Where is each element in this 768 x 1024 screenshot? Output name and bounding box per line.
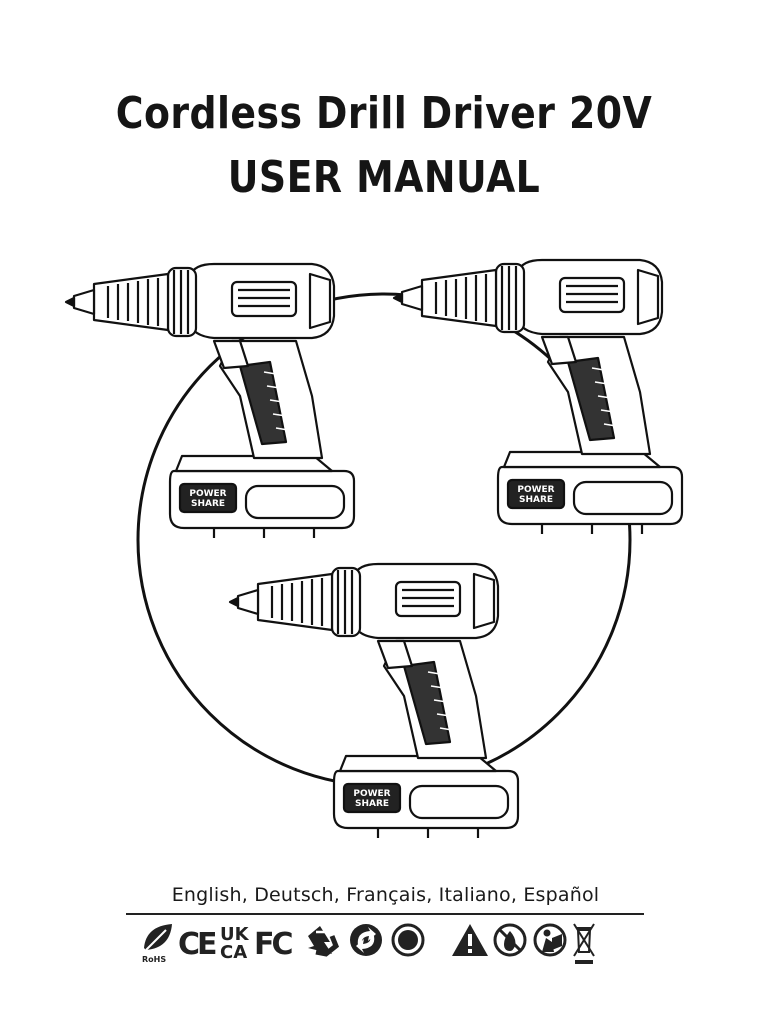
manual-title: Cordless Drill Driver 20V bbox=[115, 88, 653, 139]
battery-label-center-2: SHARE bbox=[355, 799, 389, 809]
ukca-mark-icon: UK CA bbox=[220, 924, 250, 963]
rohs-leaf-icon: RoHS bbox=[142, 924, 172, 964]
certification-marks: RoHS CE UK CA FC bbox=[142, 923, 595, 964]
ce-mark-icon: CE bbox=[178, 927, 219, 962]
fcc-mark-icon: FC bbox=[254, 927, 295, 962]
green-dot-icon bbox=[350, 924, 382, 956]
svg-text:5: 5 bbox=[403, 932, 413, 950]
drill-illustration: POWER SHARE POWER SHARE POWER SHARE bbox=[64, 258, 684, 840]
battery-label-center-1: POWER bbox=[353, 789, 390, 799]
svg-text:CA: CA bbox=[220, 942, 247, 963]
battery-label-left-2: SHARE bbox=[191, 499, 225, 509]
divider-line bbox=[126, 913, 644, 915]
svg-text:CE: CE bbox=[178, 927, 216, 962]
battery-label-left-1: POWER bbox=[189, 489, 226, 499]
read-manual-icon bbox=[533, 923, 567, 957]
svg-text:FC: FC bbox=[254, 927, 292, 962]
five-year-icon: 5 bbox=[391, 923, 425, 957]
rohs-label: RoHS bbox=[142, 955, 166, 964]
svg-text:UK: UK bbox=[220, 924, 250, 945]
manual-subtitle: USER MANUAL bbox=[227, 152, 541, 203]
language-list: English, Deutsch, Français, Italiano, Es… bbox=[171, 884, 600, 906]
battery-label-right-2: SHARE bbox=[519, 495, 553, 505]
recycle-icon bbox=[306, 924, 340, 957]
no-fire-icon bbox=[493, 923, 527, 957]
weee-bin-icon bbox=[573, 923, 595, 964]
warning-triangle-icon bbox=[452, 924, 488, 956]
battery-label-right-1: POWER bbox=[517, 485, 554, 495]
